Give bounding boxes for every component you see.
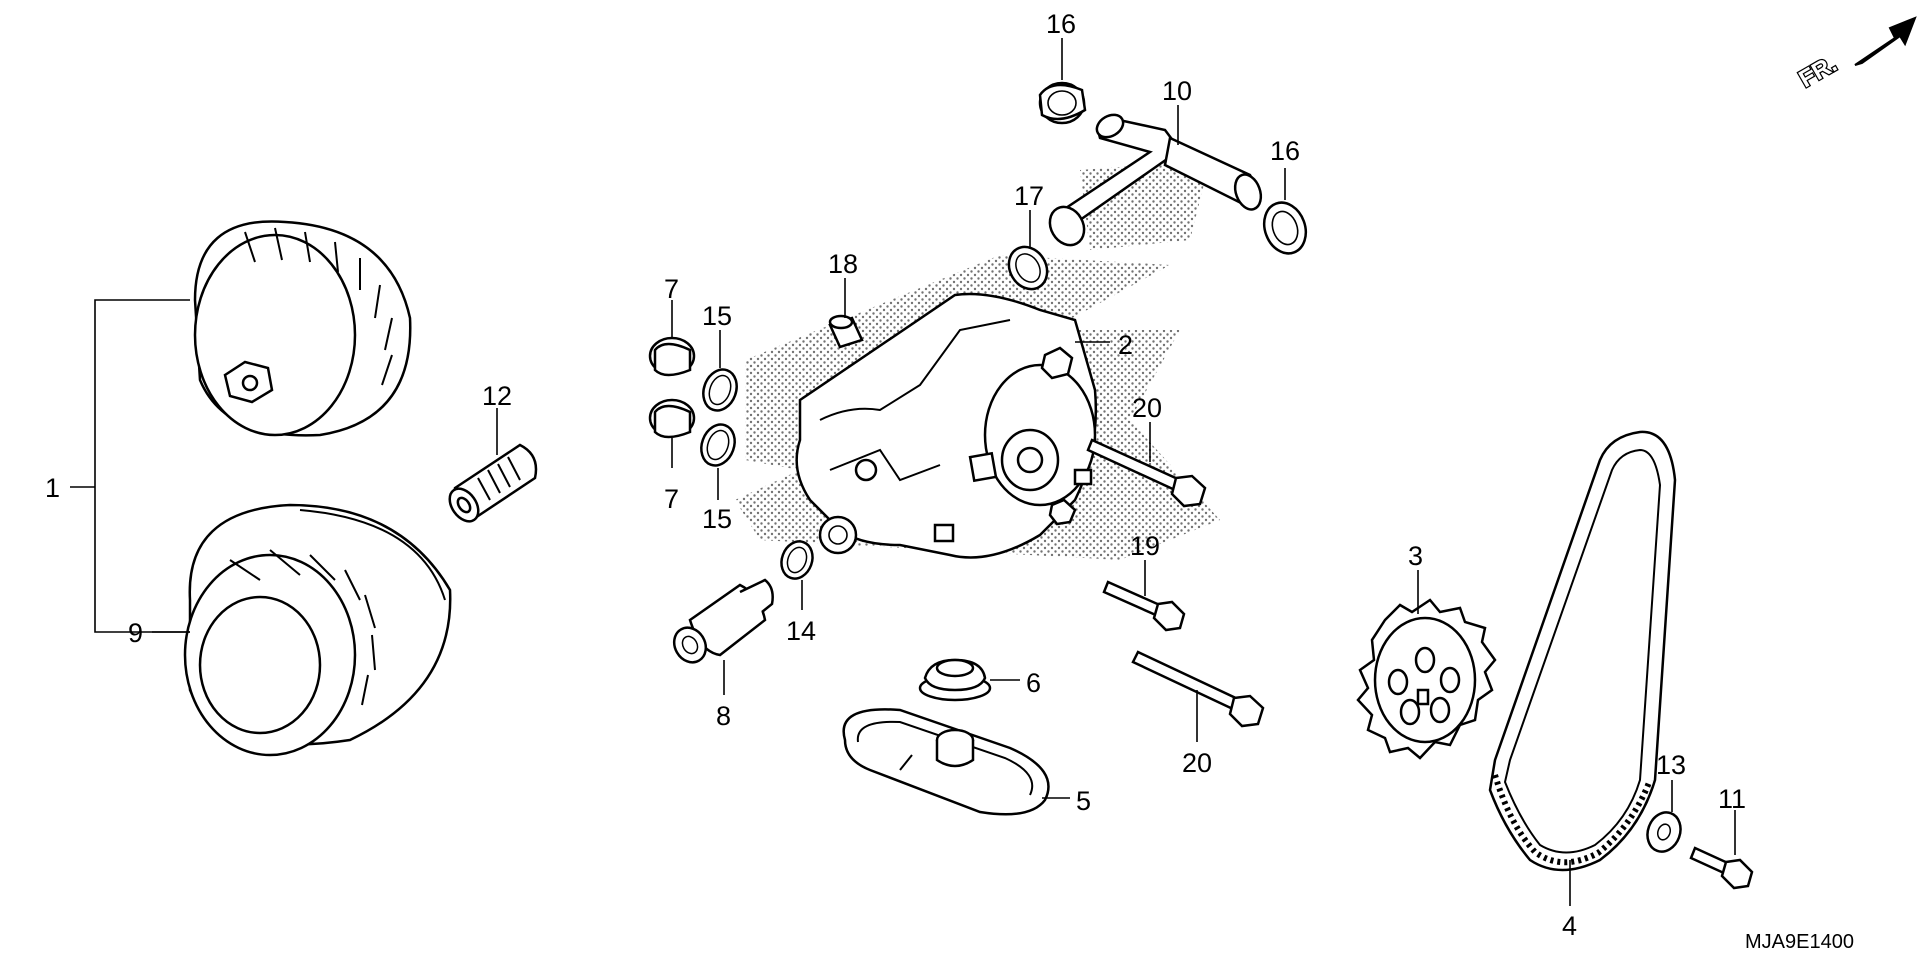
- callout-15-upper: 15: [702, 301, 732, 331]
- part-16-collar-upper: [1038, 81, 1087, 125]
- callout-16-upper: 16: [1046, 9, 1076, 39]
- oil-filter-upper: [193, 220, 412, 437]
- part-10-oil-pipe: [1048, 113, 1263, 247]
- part-17-oring: [1007, 245, 1049, 291]
- part-20-bolt-lower: [1131, 650, 1265, 728]
- callout-16-right: 16: [1270, 136, 1300, 166]
- part-15-oring-upper: [702, 368, 738, 412]
- part-7-dowel-upper: [648, 336, 696, 377]
- callout-20-lower: 20: [1182, 748, 1212, 778]
- callout-20-upper: 20: [1132, 393, 1162, 423]
- callout-8: 8: [716, 701, 731, 731]
- callout-2: 2: [1118, 330, 1133, 360]
- part-6-seal: [918, 658, 992, 702]
- front-direction-label: FR.: [1795, 50, 1842, 93]
- callout-9: 9: [128, 618, 143, 648]
- part-12-nipple: [448, 443, 538, 523]
- part-13-washer: [1646, 811, 1682, 853]
- part-16-collar-right: [1262, 201, 1308, 255]
- part-15-oring-lower: [700, 423, 736, 467]
- callout-19: 19: [1130, 531, 1160, 561]
- callout-3: 3: [1408, 541, 1423, 571]
- callout-7-lower: 7: [664, 484, 679, 514]
- part-11-bolt: [1689, 846, 1754, 890]
- part-18-dowel: [828, 314, 864, 349]
- callout-15-lower: 15: [702, 504, 732, 534]
- diagram-code: MJA9E1400: [1745, 931, 1854, 953]
- part-7-dowel-lower: [648, 398, 696, 439]
- callout-group-1: [70, 299, 190, 633]
- callout-11: 11: [1718, 784, 1746, 814]
- callout-12: 12: [482, 381, 512, 411]
- part-20-bolt-upper: [1086, 438, 1207, 508]
- callout-labels: 1 2 3 4 5 6 7 7 8 9 10 11 12 13 14 15 15…: [45, 9, 1746, 941]
- callout-4: 4: [1562, 911, 1577, 941]
- part-5-strainer: [842, 708, 1050, 816]
- part-2-oil-pump: [795, 292, 1098, 559]
- callout-7-upper: 7: [664, 274, 679, 304]
- front-direction-arrow: FR.: [1793, 16, 1917, 94]
- part-19-bolt: [1102, 580, 1186, 632]
- callout-10: 10: [1162, 76, 1192, 106]
- leader-lines: [152, 38, 1736, 906]
- callout-18: 18: [828, 249, 858, 279]
- callout-17: 17: [1014, 181, 1044, 211]
- part-4-chain: [1488, 430, 1677, 872]
- callout-5: 5: [1076, 786, 1091, 816]
- callout-14: 14: [786, 616, 816, 646]
- callout-13: 13: [1656, 750, 1686, 780]
- part-14-oring: [780, 540, 814, 580]
- callout-6: 6: [1026, 668, 1041, 698]
- part-8-relief-valve: [672, 578, 774, 664]
- callout-1: 1: [45, 473, 60, 503]
- part-3-sprocket: [1356, 598, 1497, 760]
- oil-filter-lower: [183, 503, 452, 757]
